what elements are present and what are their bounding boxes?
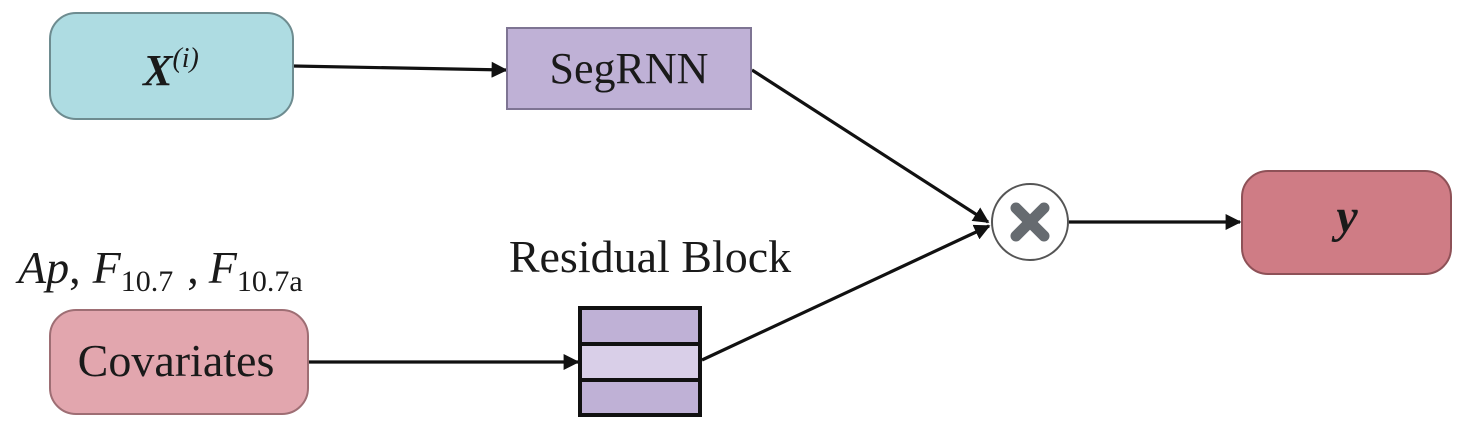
covariates-label: Covariates: [78, 335, 275, 386]
edge-residual-to-multiply: [701, 224, 991, 362]
residual-block-label: Residual Block: [509, 231, 791, 282]
segrnn-label: SegRNN: [550, 44, 709, 93]
covariates-node: Covariates: [49, 309, 309, 415]
edges: [292, 61, 1242, 370]
multiply-icon: [1010, 202, 1050, 242]
input-x-node: X(i): [49, 12, 294, 120]
separator-2: ,: [187, 242, 199, 293]
input-x-box: [49, 12, 294, 120]
residual-block-node: Residual Block: [509, 231, 791, 417]
ap-label: Ap: [15, 242, 69, 293]
residual-block-layer-2: [578, 342, 702, 382]
residual-block-layer-3: [578, 378, 702, 417]
residual-block-layer-1: [578, 306, 702, 346]
edge-x-to-segrnn: [292, 61, 508, 78]
f107a-base: F: [208, 242, 238, 293]
output-y-box: [1241, 170, 1452, 275]
input-x-superscript: (i): [172, 43, 198, 74]
separator-1: ,: [69, 242, 81, 293]
f107a-subscript: 10.7a: [237, 265, 303, 298]
covariate-inputs-label: Ap,F10.7,F10.7a: [15, 242, 303, 298]
multiply-node: [991, 183, 1069, 261]
output-y-label: y: [1331, 190, 1358, 243]
segrnn-box: [506, 27, 752, 110]
f107-subscript: 10.7: [121, 265, 174, 298]
input-x-symbol: X: [141, 46, 174, 95]
edge-segrnn-to-multiply: [751, 68, 990, 224]
input-x-label: X(i): [141, 43, 199, 95]
output-y-node: y: [1241, 170, 1452, 275]
f107-base: F: [92, 242, 122, 293]
segrnn-node: SegRNN: [506, 27, 752, 110]
covariates-box: [49, 309, 309, 415]
